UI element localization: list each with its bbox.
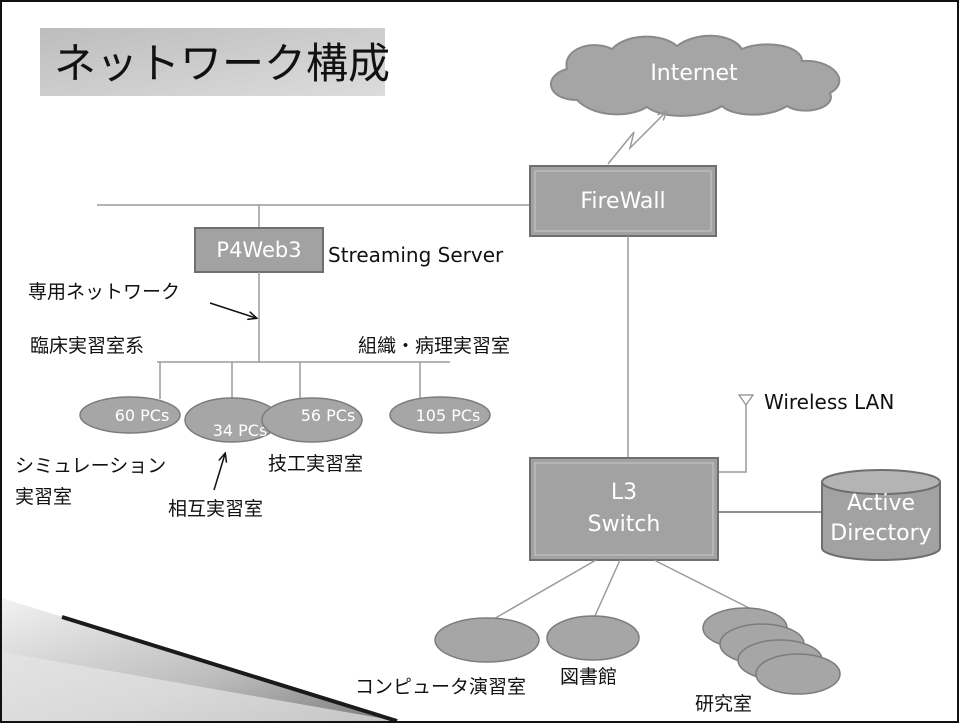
title-box xyxy=(40,28,385,96)
corner-swoosh-light xyxy=(2,652,397,721)
pc-group-60 xyxy=(79,396,181,434)
downlink-computer-lab xyxy=(491,559,597,621)
dental-tech-room-label: 技工実習室 xyxy=(268,453,363,475)
antenna-icon xyxy=(737,394,755,407)
firewall-box xyxy=(529,165,717,237)
library-label: 図書館 xyxy=(560,666,617,688)
firewall-box-inner xyxy=(534,170,712,232)
clinical-group-label: 臨床実習室系 xyxy=(30,335,144,357)
internet-link xyxy=(607,112,666,165)
pc-group-105 xyxy=(389,396,491,434)
pc-count-label: 34 PCs xyxy=(213,421,268,440)
wireless-lan-label: Wireless LAN xyxy=(764,390,894,414)
research-room-nodes xyxy=(702,607,841,695)
internet-label: Internet xyxy=(650,61,738,86)
computer-lab-label: コンピュータ演習室 xyxy=(355,676,526,698)
firewall-label: FireWall xyxy=(580,189,665,214)
computer-lab-node xyxy=(434,617,540,663)
l3-switch-box xyxy=(529,457,719,561)
corner-decoration xyxy=(2,598,398,721)
histology-group-label: 組織・病理実習室 xyxy=(358,335,510,357)
interactive-room-arrow xyxy=(213,454,225,491)
downlink-research xyxy=(653,559,758,613)
active-directory-label-line2: Directory xyxy=(830,521,931,546)
dedicated-network-arrow xyxy=(209,302,256,318)
p4web3-label: P4Web3 xyxy=(216,238,301,262)
pc-group-56 xyxy=(261,397,363,443)
l3-switch-label: L3 xyxy=(611,480,637,505)
l3-switch-label-line2: Switch xyxy=(588,512,661,537)
pc-count-label: 105 PCs xyxy=(416,406,481,425)
interactive-room-label: 相互実習室 xyxy=(168,498,263,520)
simulation-room-label-line2: 実習室 xyxy=(15,486,72,508)
simulation-room-label: シミュレーション xyxy=(15,455,166,477)
l3-switch-box-inner xyxy=(534,462,714,556)
streaming-server-label: Streaming Server xyxy=(328,243,504,267)
library-node xyxy=(546,615,640,661)
internet-cloud xyxy=(550,34,841,117)
downlink-library xyxy=(593,559,621,619)
pc-count-label: 60 PCs xyxy=(115,406,170,425)
research-room-label: 研究室 xyxy=(695,693,752,715)
dedicated-network-label: 専用ネットワーク xyxy=(28,281,180,303)
page-title: ネットワーク構成 xyxy=(54,39,390,88)
pc-count-label: 56 PCs xyxy=(301,406,356,425)
active-directory-label: Active xyxy=(847,491,915,516)
corner-edge xyxy=(61,615,398,721)
active-directory-cylinder xyxy=(821,469,941,561)
wireless-lan-link xyxy=(718,405,747,473)
